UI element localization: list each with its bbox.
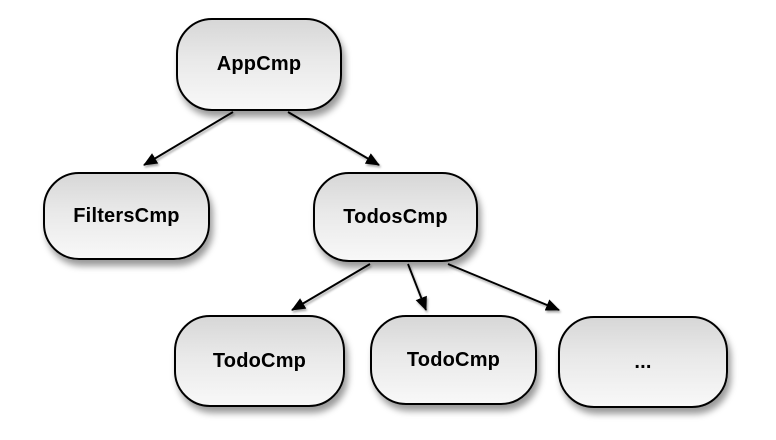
edge-todoscmp-todocmp1	[291, 263, 371, 311]
node-filterscmp: FiltersCmp	[43, 172, 210, 260]
node-todocmp-2: TodoCmp	[370, 315, 537, 405]
edge-todoscmp-todocmp2	[407, 263, 427, 311]
node-label: TodoCmp	[406, 348, 501, 371]
node-label: TodosCmp	[343, 205, 448, 228]
edge-appcmp-filterscmp	[143, 111, 234, 166]
node-ellipsis: ...	[558, 316, 728, 408]
node-label: FiltersCmp	[73, 204, 180, 227]
node-label: TodoCmp	[212, 349, 307, 372]
edge-todoscmp-ellipsis	[447, 263, 560, 311]
edge-appcmp-todoscmp	[287, 111, 380, 166]
node-label: ...	[634, 350, 652, 373]
node-label: AppCmp	[216, 53, 302, 75]
node-todoscmp: TodosCmp	[313, 172, 478, 262]
node-appcmp: AppCmp	[176, 18, 342, 111]
node-todocmp-1: TodoCmp	[174, 315, 345, 407]
